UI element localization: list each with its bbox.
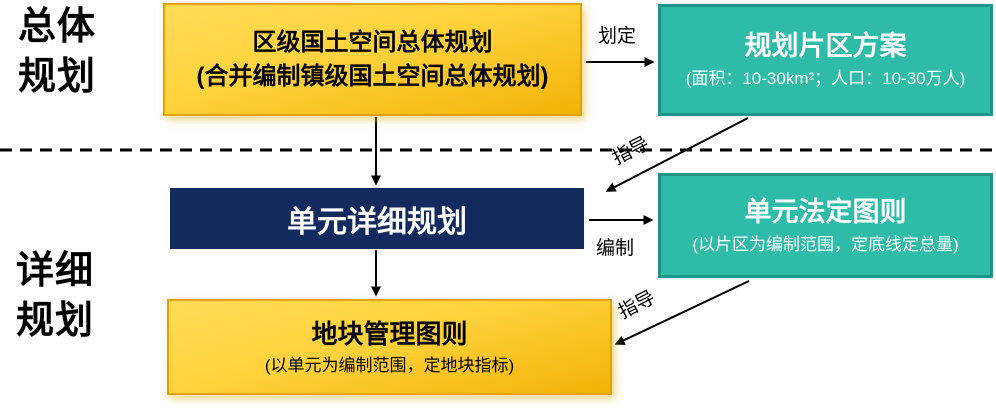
section-label-detailed-plan: 详细 规划 (16, 246, 94, 346)
unit-detailed-plan-title: 单元详细规划 (287, 205, 467, 239)
section-label-line: 总体 (18, 6, 97, 48)
arrow-label-delineate: 划定 (597, 26, 636, 47)
arrow-label-compile: 编制 (595, 238, 634, 259)
parcel-management-plan-title: 地块管理图则 (311, 318, 468, 349)
arrow-guide-scheme-to-unit (605, 117, 749, 192)
unit-statutory-plan-box: 单元法定图则 (以片区为编制范围，定底线定总量) (658, 173, 993, 278)
planning-district-scheme-subtitle: (面积：10-30km²；人口：10-30万人) (685, 69, 966, 88)
arrow-guide-statutory-to-parcel (614, 280, 750, 345)
section-label-line: 详细 (16, 250, 95, 292)
section-label-master-plan: 总体 规划 (18, 2, 96, 102)
parcel-management-plan-box: 地块管理图则 (以单元为编制范围，定地块指标) (167, 299, 612, 395)
planning-district-scheme-box: 规划片区方案 (面积：10-30km²；人口：10-30万人) (658, 4, 993, 116)
parcel-management-plan-subtitle: (以单元为编制范围，定地块指标) (264, 355, 515, 375)
district-master-plan-subtitle: (合并编制镇级国土空间总体规划) (196, 62, 549, 90)
district-master-plan-title: 区级国土空间总体规划 (252, 28, 493, 56)
section-label-line: 规划 (16, 300, 95, 342)
section-label-line: 规划 (18, 56, 97, 98)
unit-statutory-plan-title: 单元法定图则 (744, 196, 907, 227)
planning-district-scheme-title: 规划片区方案 (744, 31, 907, 61)
district-master-plan-box: 区级国土空间总体规划 (合并编制镇级国土空间总体规划) (163, 3, 582, 116)
unit-statutory-plan-subtitle: (以片区为编制范围，定底线定总量) (692, 234, 959, 254)
unit-detailed-plan-box: 单元详细规划 (170, 188, 584, 249)
